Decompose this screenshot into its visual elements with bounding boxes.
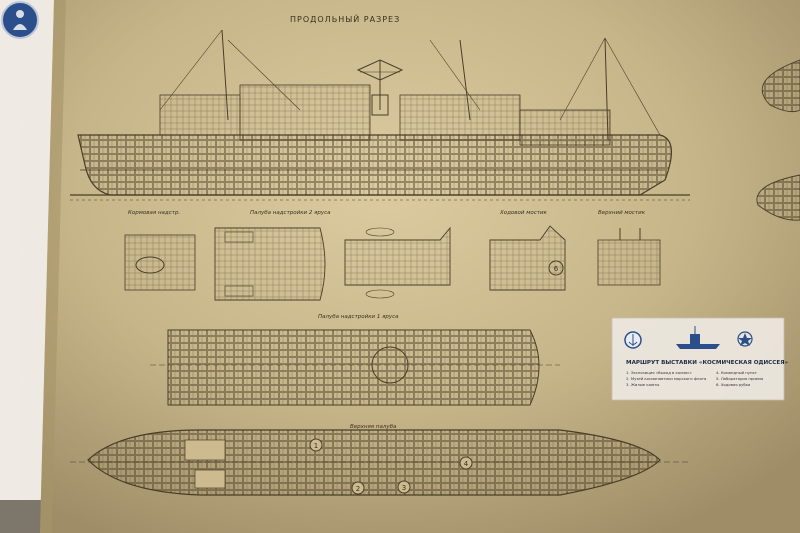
deck2-label: Верхняя палуба [350, 424, 397, 430]
exhibit-info-panel: МАРШРУТ ВЫСТАВКИ «КОСМИЧЕСКАЯ ОДИССЕЯ» 1… [611, 317, 789, 401]
route-item: 4. Командный пункт [716, 370, 758, 375]
circle-marker: 2 [351, 481, 365, 495]
rigging-line [559, 37, 606, 121]
svg-text:2: 2 [356, 485, 360, 493]
ship-hull [77, 134, 672, 196]
drawing-title: ПРОДОЛЬНЫЙ РАЗРЕЗ [290, 13, 400, 24]
view-label: Верхний мостик [598, 210, 646, 216]
superstructure-fore [399, 94, 521, 141]
route-item: 3. Жилые каюты [626, 382, 659, 387]
deck1-plan [150, 329, 560, 406]
hull-section-partial [761, 59, 800, 113]
rigging-line [604, 37, 661, 136]
superstructure-mid [239, 84, 371, 141]
plan-view-top [597, 228, 661, 286]
view-label: Кормовая надстр. [128, 210, 180, 216]
exhibit-title: МАРШРУТ ВЫСТАВКИ «КОСМИЧЕСКАЯ ОДИССЕЯ» [626, 360, 789, 366]
view-label: Ходовой мостик [499, 210, 548, 216]
route-item: 1. Экспозиция «Выход в космос» [626, 370, 692, 375]
antenna-array-icon [356, 59, 404, 116]
svg-text:1: 1 [314, 442, 318, 450]
logo-avatar-icon [1, 1, 39, 39]
star-emblem-icon [737, 331, 753, 347]
deck1-label: Палуба надстройки 1 яруса [318, 314, 399, 320]
anchor-emblem-icon [624, 331, 642, 349]
circle-marker: 4 [459, 456, 473, 470]
plan-view-nav-bridge [344, 226, 451, 299]
circle-marker: 6 [548, 260, 564, 276]
hull-section-partial [756, 174, 800, 221]
route-item: 5. Лаборатория приема [716, 376, 763, 381]
paper-edge [40, 0, 66, 533]
svg-text:4: 4 [464, 460, 469, 468]
svg-text:6: 6 [554, 265, 559, 273]
deck2-plan [70, 429, 690, 496]
plan-view-upper-bridge [489, 225, 566, 291]
circle-marker: 3 [397, 480, 411, 494]
route-item: 2. Музей космонавтики морского флота [626, 376, 706, 381]
plan-view-aft [124, 234, 196, 291]
plan-view-deck2 [214, 227, 326, 301]
longitudinal-section [70, 29, 690, 201]
view-label: Палуба надстройки 2 яруса [250, 210, 331, 216]
superstructure-aft [159, 94, 241, 136]
svg-text:3: 3 [402, 484, 406, 492]
circle-marker: 1 [309, 438, 323, 452]
route-item: 6. Ходовая рубка [716, 382, 750, 387]
ship-emblem-icon [676, 326, 720, 349]
